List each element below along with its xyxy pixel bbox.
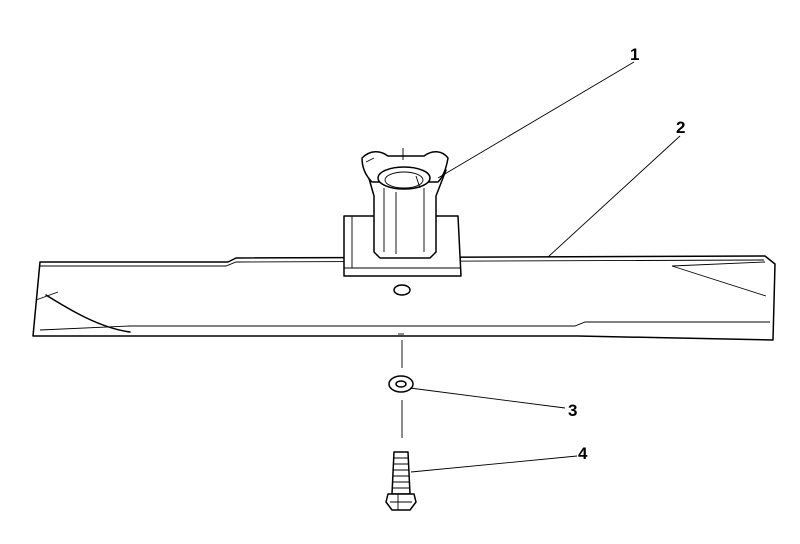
callout-2: 2 xyxy=(676,118,685,137)
callout-1: 1 xyxy=(630,45,639,64)
callout-labels: 1 2 3 4 xyxy=(568,45,685,463)
callout-4: 4 xyxy=(578,444,588,463)
leader-lines xyxy=(409,61,681,473)
center-axis xyxy=(393,148,411,438)
callout-3: 3 xyxy=(568,401,577,420)
blade-adapter xyxy=(361,151,449,259)
blade xyxy=(32,255,776,341)
bolt xyxy=(385,451,417,511)
washer xyxy=(388,375,414,393)
